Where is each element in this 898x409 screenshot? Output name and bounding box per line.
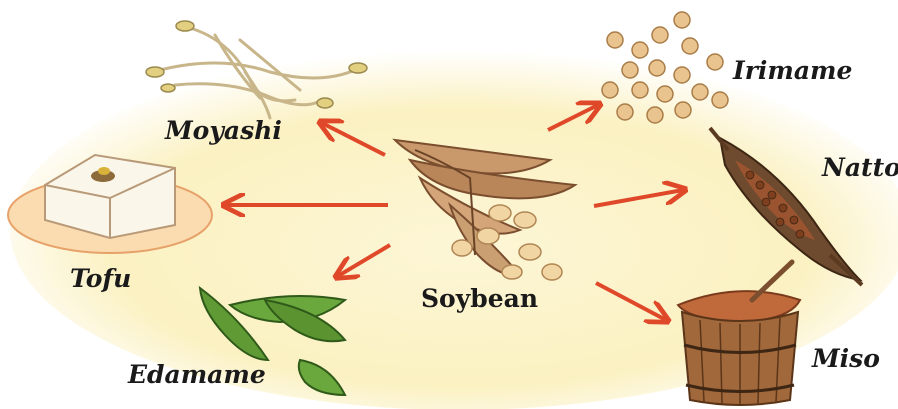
edamame-label: Edamame <box>128 362 266 387</box>
soybean-label: Soybean <box>421 286 538 311</box>
irimame-label: Irimame <box>733 58 852 83</box>
miso-label: Miso <box>812 346 880 371</box>
moyashi-label: Moyashi <box>165 118 282 143</box>
tofu-label: Tofu <box>70 266 131 291</box>
natto-label: Natto <box>822 155 898 180</box>
